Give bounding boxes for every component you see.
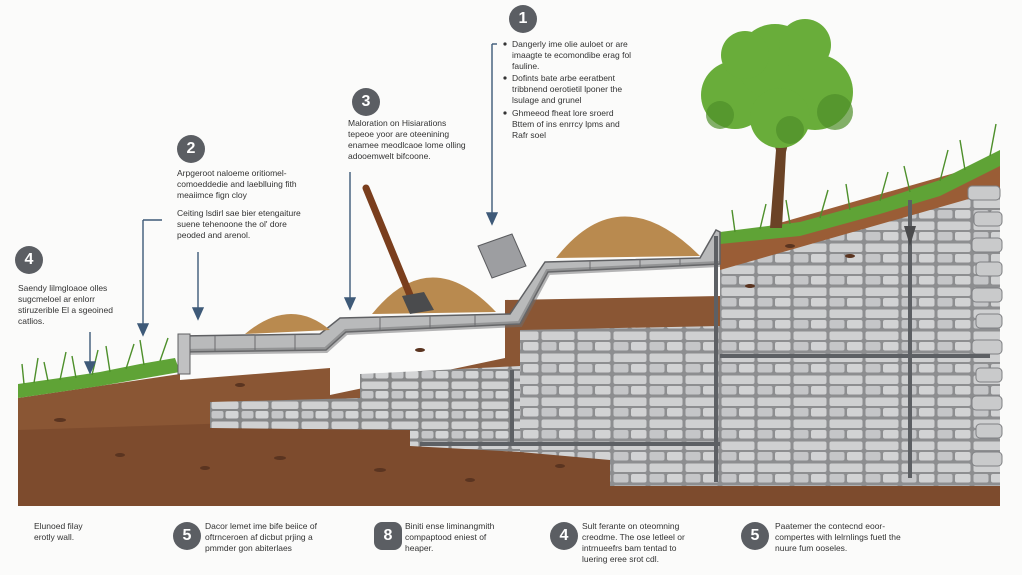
step-badge-2: 2 xyxy=(177,135,205,163)
callout-4-text: Saendy lilmgloaoe olles sugcmeloel ar en… xyxy=(18,283,138,327)
bottom-badge-2: 5 xyxy=(173,522,201,550)
soil-pile-1 xyxy=(245,314,330,334)
shovel-handle xyxy=(366,188,412,300)
bottom-badge-3: 8 xyxy=(374,522,402,550)
callout-2-text-2: Ceiting lsdirl sae bier etengaiture suen… xyxy=(177,208,342,241)
bottom-badge-5: 5 xyxy=(741,522,769,550)
step-badge-1: 1 xyxy=(509,5,537,33)
bottom-note-3: Biniti ense liminangmith compaptood enie… xyxy=(405,521,525,554)
callout-1-line-1: Dangerly ime olie auloet or are imaagte … xyxy=(512,39,682,72)
capstone-end xyxy=(178,334,190,374)
bottom-note-1: Elunoed filay erotly wall. xyxy=(34,521,134,543)
callout-1-line-3: Ghmeeod fheat lore sroerd Bttem of ins e… xyxy=(512,108,682,141)
bottom-badge-4: 4 xyxy=(550,522,578,550)
callout-1-line-2: Dofints bate arbe eeratbent tribbnend oe… xyxy=(512,73,682,106)
step-badge-3: 3 xyxy=(352,88,380,116)
callout-3-text: Maloration on Hisiarations tepeoe yoor a… xyxy=(348,118,498,162)
bottom-note-4: Sult ferante on oteomning creodme. The o… xyxy=(582,521,727,565)
soil-pile-3 xyxy=(556,216,700,258)
bottom-note-2: Dacor lemet ime bife beiice of oftrncero… xyxy=(205,521,355,554)
callout-2-text: Arpgeroot naloeme oritiomel- comoeddedie… xyxy=(177,168,337,201)
bucket xyxy=(478,234,526,278)
bottom-note-5: Paatemer the contecnd eoor- compertes wi… xyxy=(775,521,945,554)
bullet-dots xyxy=(503,42,506,114)
soil-pile-2 xyxy=(372,277,496,314)
step-badge-4: 4 xyxy=(15,246,43,274)
